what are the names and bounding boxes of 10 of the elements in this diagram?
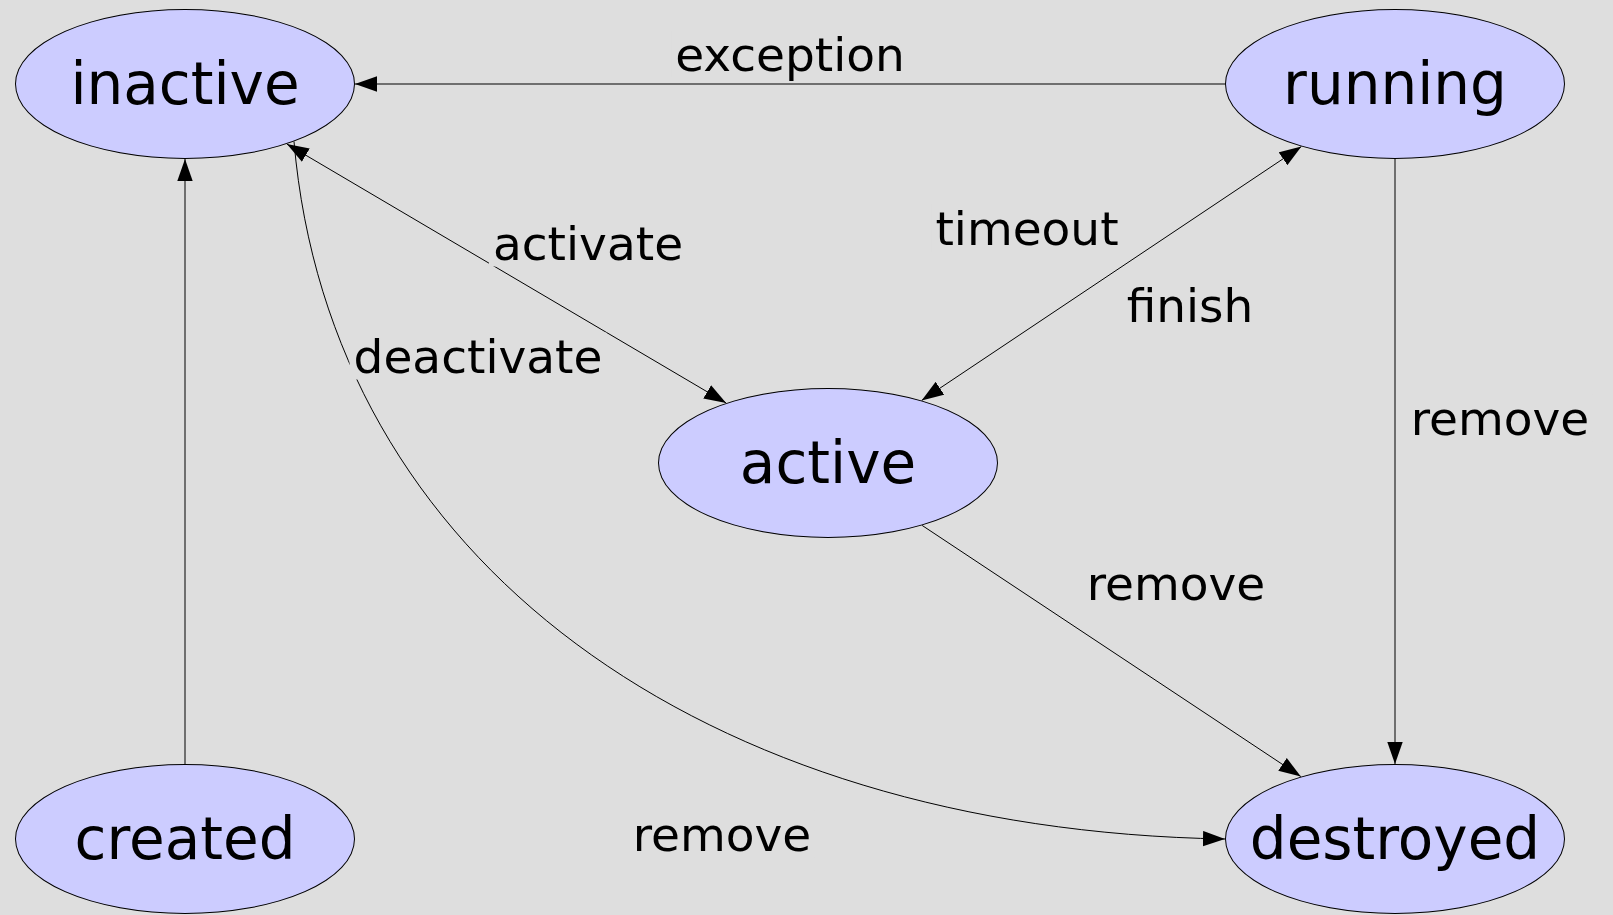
arrow [354,76,1226,92]
state-label: created [74,810,296,868]
arrow [293,141,1226,846]
arrow [921,524,1302,778]
arrow [921,146,1302,401]
arrow [177,158,193,765]
arrow [286,143,727,404]
arrow [1387,158,1403,765]
state-label: inactive [70,55,300,113]
state-label: active [739,434,917,492]
